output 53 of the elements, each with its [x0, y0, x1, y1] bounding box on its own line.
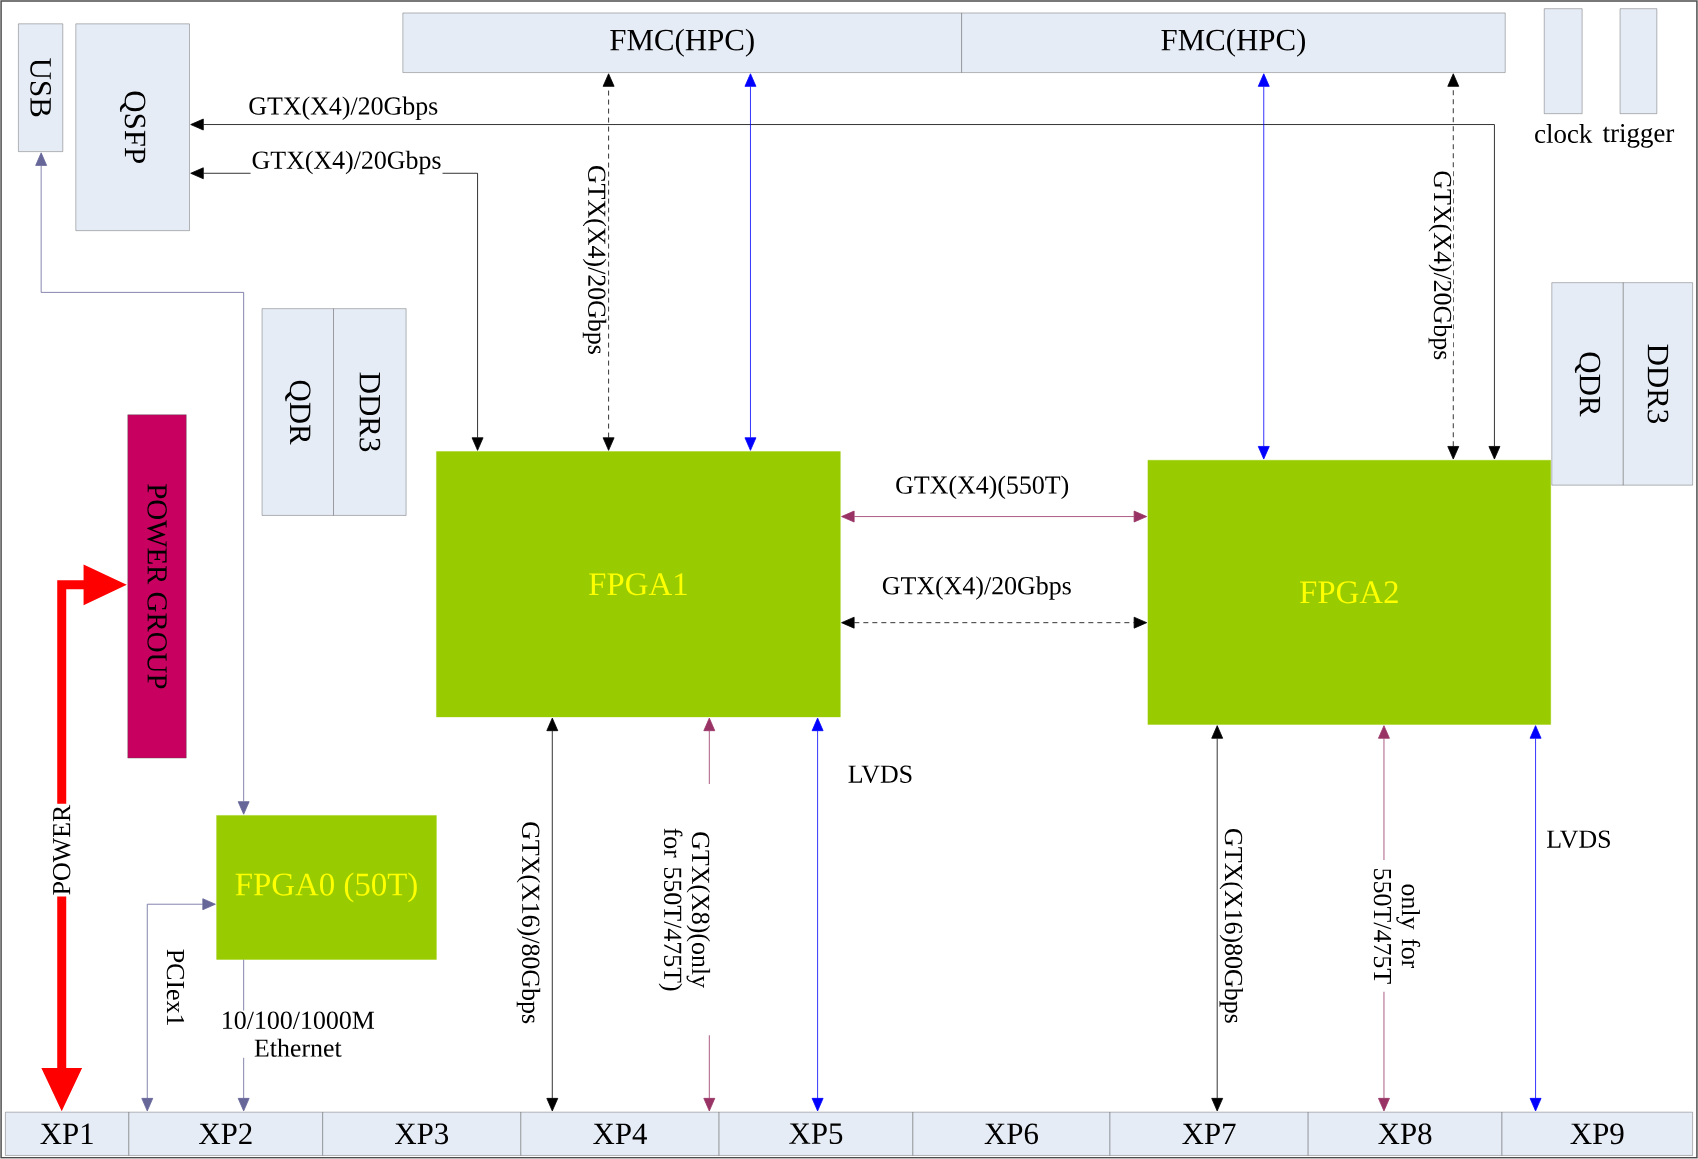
module-box: XP9	[1501, 1112, 1693, 1156]
module-box: XP8	[1308, 1112, 1503, 1156]
edge-label: LVDS	[1545, 829, 1613, 850]
module-box: FMC(HPC)	[402, 12, 962, 73]
module-box: USB	[18, 23, 63, 152]
edge-label: GTX(X4)(550T)	[894, 474, 1071, 501]
edge-label: GTX(X4)/20Gbps	[250, 149, 443, 176]
edge-label: 10/100/1000M Ethernet	[215, 1010, 380, 1058]
connector-slot: clock	[1535, 8, 1593, 144]
module-box: XP4	[520, 1112, 720, 1156]
module-box: XP1	[5, 1112, 130, 1156]
fpga-block: FPGA0 (50T)	[216, 815, 437, 960]
connector-arrow	[811, 717, 824, 1112]
connector-arrow	[841, 616, 1148, 629]
edge-label: GTX(X4)/20Gbps	[880, 575, 1073, 601]
connector-arrow	[35, 152, 250, 815]
module-box: QDR	[1551, 282, 1624, 486]
module-box: QSFP	[75, 23, 190, 231]
connector-arrow	[1529, 725, 1542, 1112]
connector-arrow	[546, 717, 559, 1112]
node-label: trigger	[1602, 124, 1675, 148]
connector-arrow	[190, 118, 1501, 460]
edge-label: GTX(X4)/20Gbps	[581, 164, 608, 356]
connector-arrow	[1257, 73, 1270, 460]
edge-label: GTX(X16)80Gbps	[1218, 827, 1244, 1025]
module-box: DDR3	[1623, 282, 1693, 486]
module-box: QDR	[261, 308, 334, 516]
module-box: XP5	[718, 1112, 914, 1156]
fpga-block: FPGA2	[1147, 460, 1551, 725]
module-box: XP6	[912, 1112, 1111, 1156]
edge-label: GTX(X4)/20Gbps	[1427, 169, 1454, 362]
connector-arrow	[602, 73, 615, 451]
module-box: XP7	[1109, 1112, 1309, 1156]
module-box: XP2	[128, 1112, 323, 1156]
node-label: clock	[1535, 124, 1593, 144]
connector-arrow	[1211, 725, 1224, 1112]
power-group-box: POWER GROUP	[127, 414, 187, 759]
edge-label: GTX(X8)(only for 550T/475T)	[657, 784, 712, 1036]
module-box: XP3	[322, 1112, 522, 1156]
connector-slot: trigger	[1602, 8, 1675, 148]
fpga-block: FPGA1	[436, 451, 841, 718]
module-box: DDR3	[333, 308, 407, 516]
connector-arrow	[141, 898, 216, 1112]
connector-arrow	[1447, 73, 1460, 460]
edge-label: POWER	[51, 803, 72, 897]
module-box: FMC(HPC)	[961, 12, 1506, 73]
connector-arrow	[744, 73, 757, 451]
edge-label: PCIex1	[165, 947, 186, 1028]
connector-arrow	[841, 510, 1148, 523]
edge-label: LVDS	[846, 764, 915, 785]
edge-label: GTX(X16)/80Gbps	[515, 820, 542, 1026]
edge-label: only for 550T/475T	[1372, 860, 1422, 992]
edge-label: GTX(X4)/20Gbps	[247, 95, 440, 122]
